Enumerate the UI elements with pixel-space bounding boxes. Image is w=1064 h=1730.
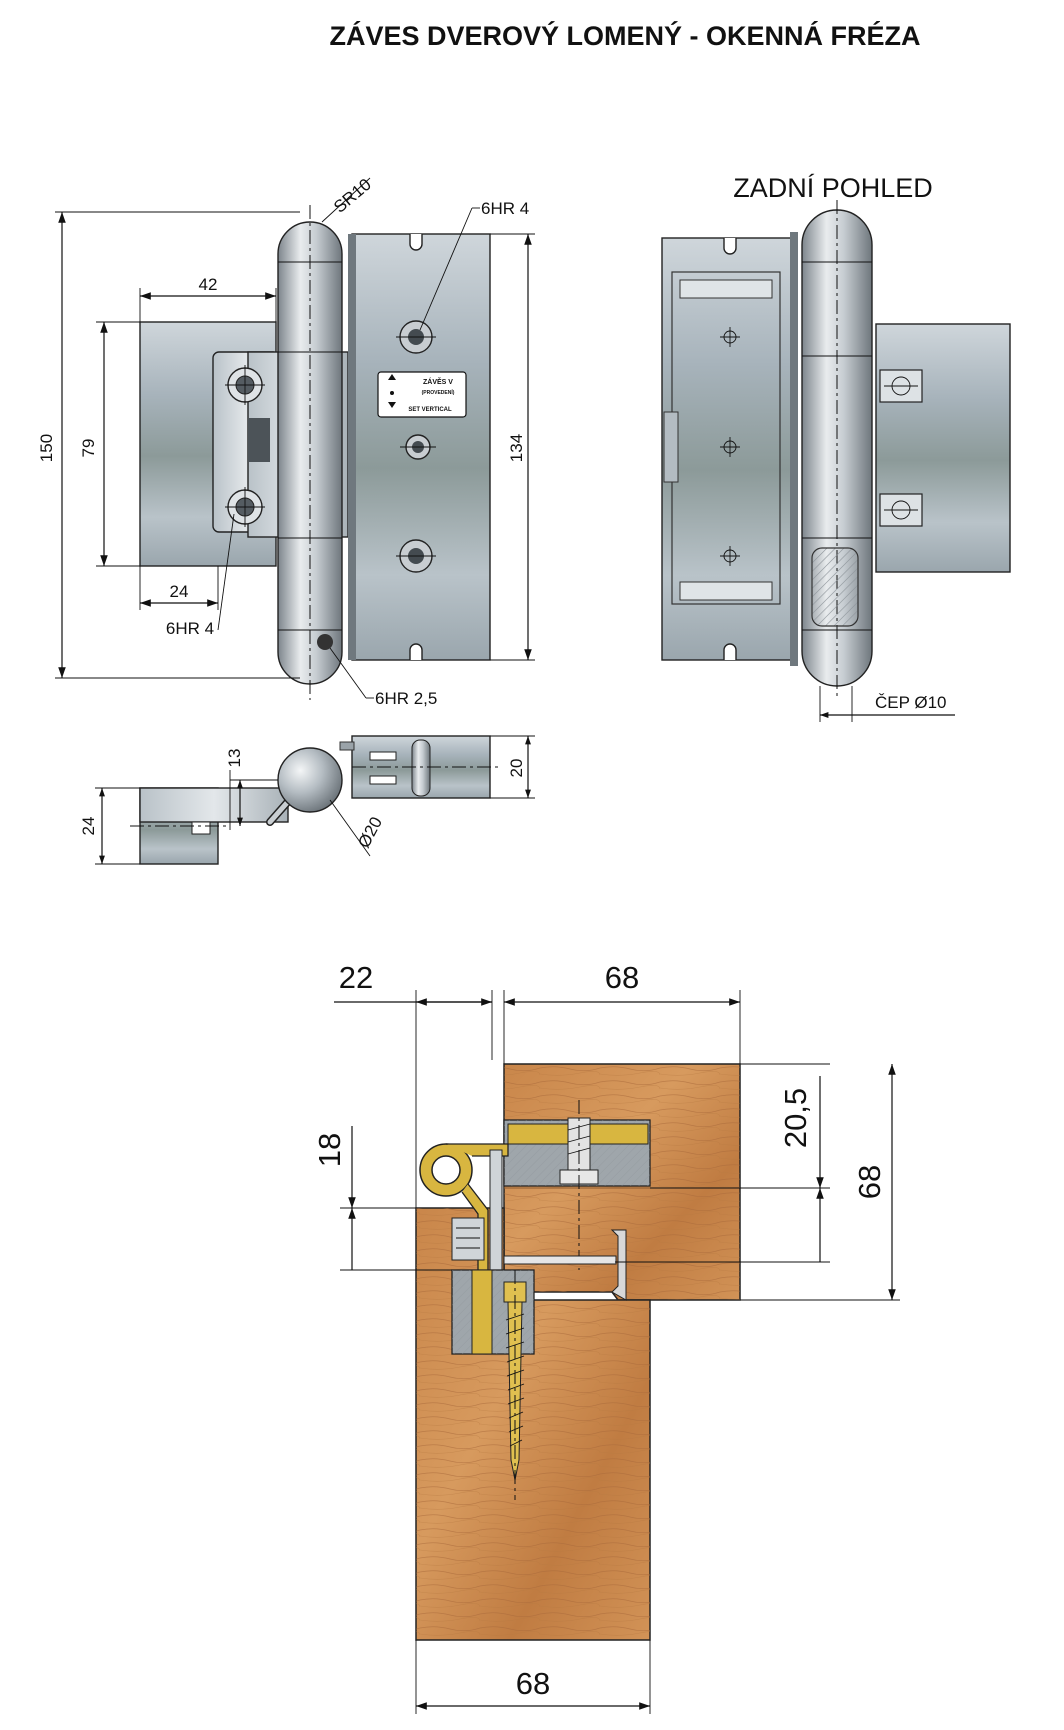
dim-wing-height: 79 <box>79 439 98 458</box>
dim-sash-width: 68 <box>516 1666 550 1701</box>
wing-screw-top <box>225 365 265 405</box>
dim-pin-diameter: ČEP Ø10 <box>875 693 947 712</box>
dim-radius: SR10 <box>330 175 375 217</box>
brass-knuckle <box>419 1143 509 1299</box>
dim-depth: 24 <box>79 817 98 836</box>
dim-frame-depth: 68 <box>852 1165 887 1199</box>
sticker-line-1: ZÁVĚS V <box>423 377 453 386</box>
top-wing-arm <box>139 787 289 823</box>
dim-plate-height: 134 <box>507 434 526 462</box>
drawing-title: ZÁVES DVEROVÝ LOMENÝ - OKENNÁ FRÉZA <box>329 20 920 51</box>
dim-frame-width: 68 <box>605 960 639 995</box>
dim-knuckle-diameter: Ø20 <box>354 814 386 851</box>
top-knuckle <box>277 747 343 813</box>
dim-wing-width: 42 <box>199 275 218 294</box>
gasket <box>610 1229 627 1301</box>
frame-screw-bottom <box>396 539 436 573</box>
top-view: 13 24 20 Ø20 <box>79 735 535 865</box>
rear-mark-middle <box>720 437 740 457</box>
rear-wing-plate <box>875 323 1011 573</box>
dim-offset: 13 <box>225 749 244 768</box>
dim-screw-bottom: 6HR 4 <box>166 619 214 638</box>
dim-lower-width: 24 <box>170 582 189 601</box>
dim-rebate: 20,5 <box>778 1088 813 1148</box>
frame-screw-top <box>396 320 436 354</box>
section-view: 22 68 20,5 68 18 68 <box>312 960 900 1714</box>
sticker-line-3: SET VERTICAL <box>408 407 452 413</box>
dim-pin-screw: 6HR 2,5 <box>375 689 437 708</box>
dim-total-height: 150 <box>37 434 56 462</box>
dim-plate-thickness: 20 <box>507 759 526 778</box>
dim-screw-top: 6HR 4 <box>481 199 529 218</box>
rear-mark-top <box>720 327 740 347</box>
pin-section <box>811 547 859 627</box>
rear-view-label: ZADNÍ POHLED <box>733 173 933 203</box>
dim-sash-offset: 18 <box>312 1133 347 1167</box>
vertical-set-sticker: ZÁVĚS V (PROVEDENÍ) SET VERTICAL <box>377 371 467 418</box>
rear-mark-bottom <box>720 546 740 566</box>
dim-gap: 22 <box>339 960 373 995</box>
seal-channel <box>503 1255 617 1265</box>
wing-screw-bottom <box>225 487 265 527</box>
logo-stamp <box>248 418 270 462</box>
rear-view: ZADNÍ POHLED <box>661 173 1011 722</box>
pin-screw <box>317 634 333 650</box>
wood-screw <box>503 1270 527 1500</box>
sticker-line-2: (PROVEDENÍ) <box>422 388 455 396</box>
front-view: ZÁVĚS V (PROVEDENÍ) SET VERTICAL 150 79 … <box>37 175 535 708</box>
frame-screw-middle <box>400 434 436 460</box>
adjuster-block <box>451 1217 485 1261</box>
